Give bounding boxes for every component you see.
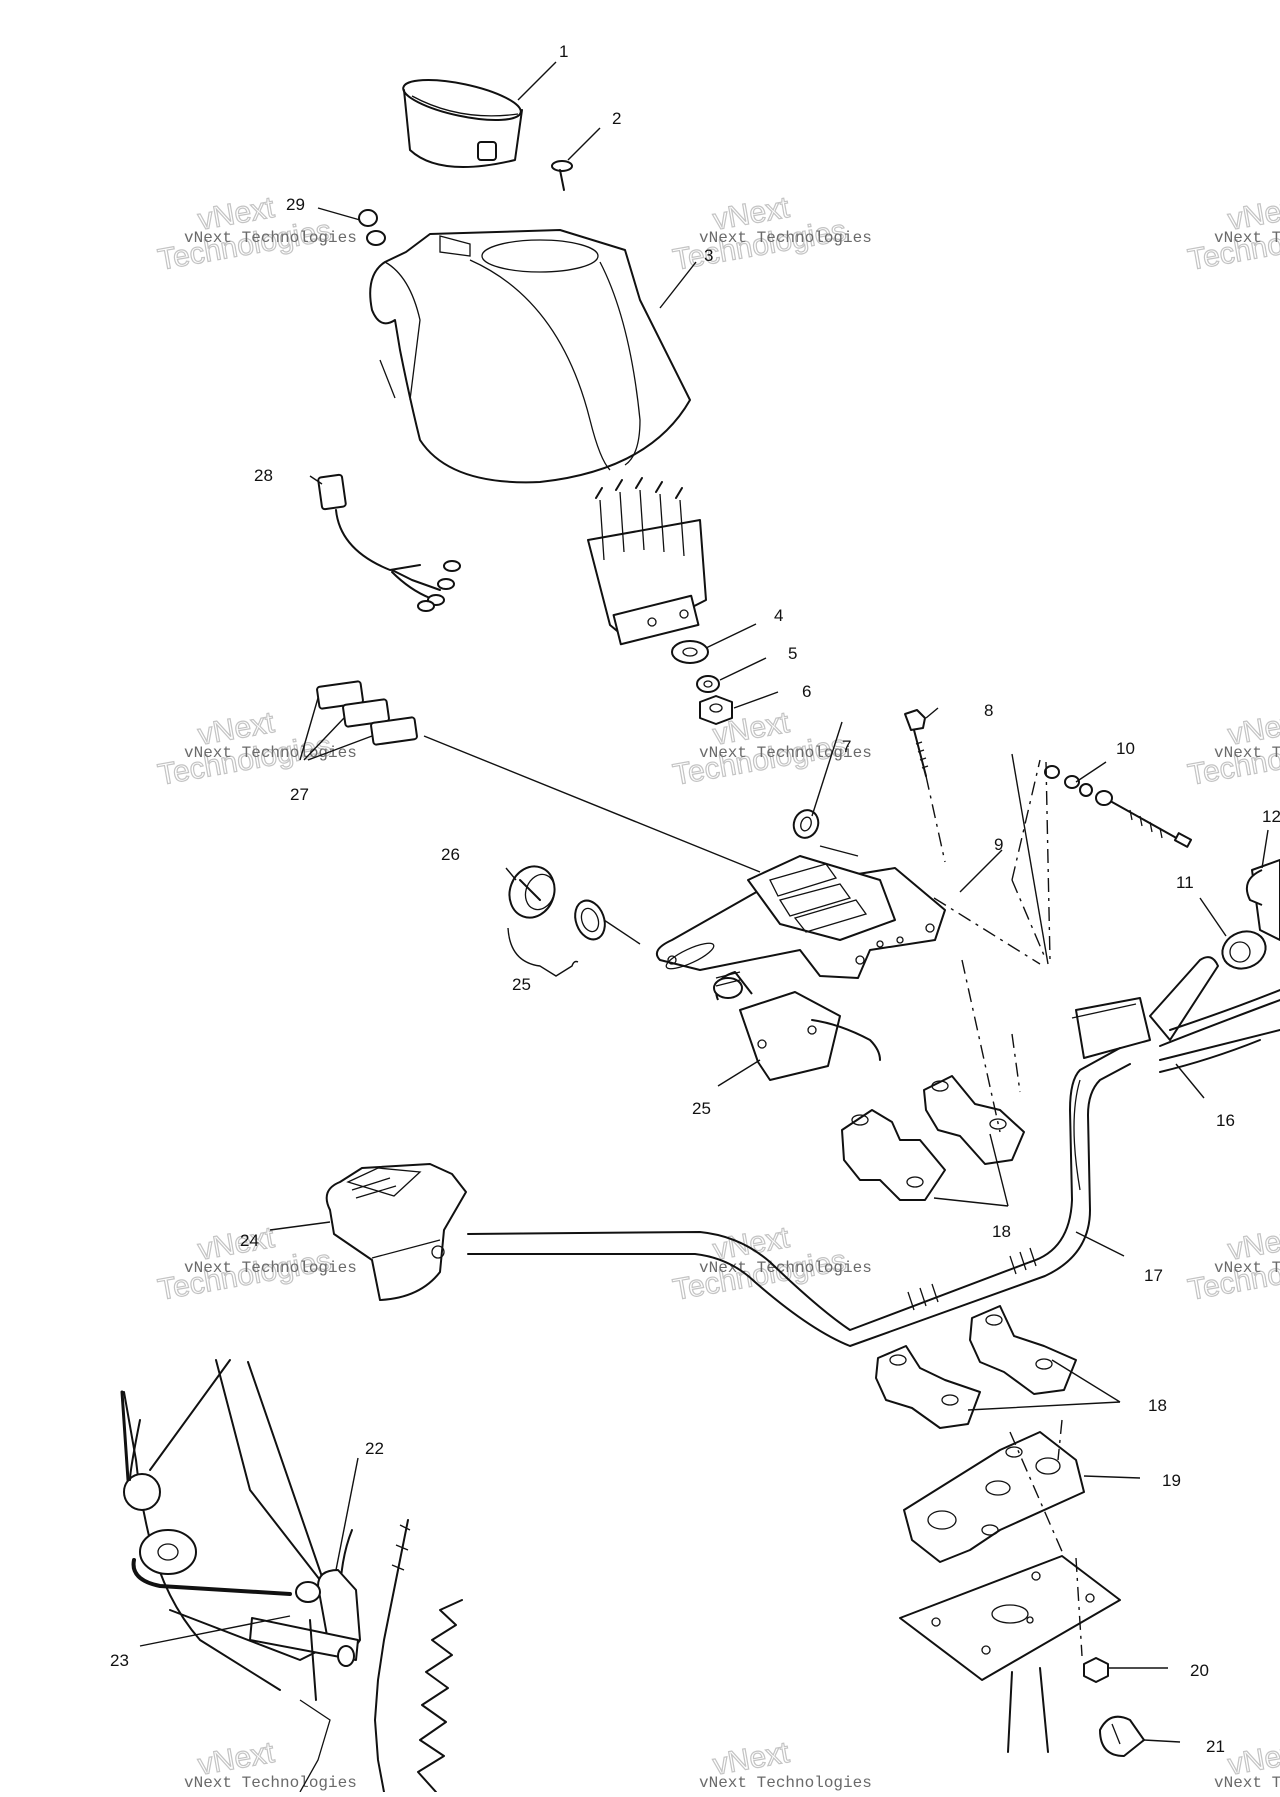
part-28-harness <box>317 473 461 612</box>
part-10-cable-adjuster <box>1044 765 1193 848</box>
callout-27: 27 <box>290 785 309 804</box>
part-21-clip <box>1099 1715 1145 1757</box>
callout-17: 17 <box>1144 1266 1163 1285</box>
callout-21: 21 <box>1206 1737 1225 1756</box>
watermark: Technologies vNext vNext Technologies <box>1185 705 1280 792</box>
callouts: 1 2 3 4 5 6 7 8 9 10 11 12 16 17 18 18 1… <box>110 42 1280 1756</box>
callout-22: 22 <box>365 1439 384 1458</box>
part-16-brake-master <box>1071 956 1280 1073</box>
svg-text:vNext Technologies: vNext Technologies <box>699 229 872 247</box>
part-5-lock-washer <box>696 675 720 693</box>
callout-26: 26 <box>441 845 460 864</box>
callout-20: 20 <box>1190 1661 1209 1680</box>
part-9-mounting-plate <box>656 855 946 979</box>
svg-text:vNext Technologies: vNext Technologies <box>184 229 357 247</box>
svg-text:vNext Technologies: vNext Technologies <box>699 744 872 762</box>
callout-28: 28 <box>254 466 273 485</box>
svg-text:vNext Technologies: vNext Technologies <box>184 1774 357 1792</box>
leader-lines <box>139 61 1269 1743</box>
part-26-switch-knob <box>508 865 606 941</box>
part-regulator-unit <box>587 477 707 646</box>
part-11-throttle-cap <box>1221 930 1267 970</box>
part-4-washer <box>671 640 709 664</box>
callout-25-bracket: 25 <box>512 975 531 994</box>
part-18-lower-clamps <box>875 1305 1077 1429</box>
callout-23: 23 <box>110 1651 129 1670</box>
svg-text:vNext Technologies: vNext Technologies <box>1214 1774 1280 1792</box>
guide-lines <box>925 753 1083 1657</box>
callout-11: 11 <box>1176 873 1194 892</box>
callout-24: 24 <box>240 1231 259 1250</box>
svg-text:vNext Technologies: vNext Technologies <box>1214 744 1280 762</box>
watermark: Technologies vNext vNext Technologies <box>670 190 872 277</box>
part-24-switch-housing <box>325 1163 467 1301</box>
part-27-switch-caps <box>316 680 418 746</box>
part-20-nut <box>1083 1657 1109 1683</box>
part-2-screw <box>551 160 573 191</box>
callout-16: 16 <box>1216 1111 1235 1130</box>
callout-25-switch: 25 <box>692 1099 711 1118</box>
bracket-25 <box>507 927 579 977</box>
part-3-pod-housing <box>369 229 691 484</box>
watermark: Technologies vNext vNext Technologies <box>155 705 357 792</box>
svg-text:vNext Technologies: vNext Technologies <box>1214 229 1280 247</box>
part-29-grommet <box>358 209 386 246</box>
watermark: Technologies vNext vNext Technologies <box>1185 1220 1280 1307</box>
part-7-nut <box>792 809 820 839</box>
callout-6: 6 <box>802 682 811 701</box>
callout-18-lower: 18 <box>1148 1396 1167 1415</box>
callout-12: 12 <box>1262 807 1280 826</box>
callout-18-upper: 18 <box>992 1222 1011 1241</box>
callout-4: 4 <box>774 606 783 625</box>
watermarks: Technologies vNext vNext Technologies Te… <box>155 190 1280 1792</box>
part-6-nut <box>699 695 733 725</box>
callout-9: 9 <box>994 835 1003 854</box>
callout-3: 3 <box>704 246 713 265</box>
watermark: vNext vNext Technologies <box>699 1735 872 1792</box>
svg-text:vNext Technologies: vNext Technologies <box>184 744 357 762</box>
watermark: Technologies vNext vNext Technologies <box>155 190 357 277</box>
svg-text:vNext Technologies: vNext Technologies <box>1214 1259 1280 1277</box>
callout-2: 2 <box>612 109 621 128</box>
callout-8: 8 <box>984 701 993 720</box>
callout-7: 7 <box>842 737 851 756</box>
part-19-riser <box>903 1431 1085 1563</box>
part-17-handlebar <box>467 1047 1131 1347</box>
callout-10: 10 <box>1116 739 1135 758</box>
part-mount-plate <box>899 1555 1121 1753</box>
callout-29: 29 <box>286 195 305 214</box>
part-frame-and-brake <box>120 1359 463 1793</box>
part-1-instrument-cup <box>402 78 523 169</box>
svg-text:vNext Technologies: vNext Technologies <box>184 1259 357 1277</box>
callout-5: 5 <box>788 644 797 663</box>
part-18-upper-clamps <box>841 1075 1025 1201</box>
svg-text:vNext Technologies: vNext Technologies <box>699 1774 872 1792</box>
watermark: vNext vNext Technologies <box>184 1735 357 1792</box>
callout-19: 19 <box>1162 1471 1181 1490</box>
watermark: Technologies vNext vNext Technologies <box>1185 190 1280 277</box>
part-8-bolt <box>904 709 929 777</box>
part-12-throttle-housing <box>1246 859 1280 941</box>
part-25-ignition-switch <box>713 971 881 1081</box>
callout-1: 1 <box>559 42 568 61</box>
